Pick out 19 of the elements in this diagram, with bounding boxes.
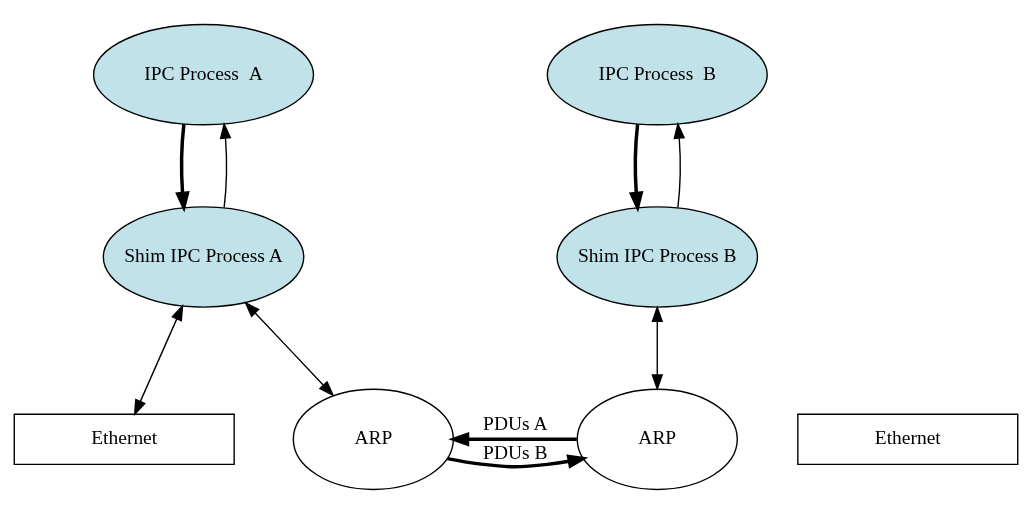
arrow xyxy=(244,301,335,397)
edge-label: PDUs A xyxy=(483,412,548,434)
node-box: Ethernet xyxy=(13,413,235,466)
arrow xyxy=(651,305,664,392)
node-ellipse: ARP xyxy=(576,388,738,491)
node-ellipse: Shim IPC Process B xyxy=(556,206,759,308)
node-box: Ethernet xyxy=(797,413,1019,466)
node-ellipse: IPC Process A xyxy=(92,23,315,126)
node-ellipse: ARP xyxy=(292,388,455,491)
node-ellipse: Shim IPC Process A xyxy=(102,206,305,308)
arrow xyxy=(448,432,577,447)
node-ellipse: IPC Process B xyxy=(546,23,768,126)
edge-label: PDUs B xyxy=(483,442,548,464)
arrow xyxy=(447,454,589,469)
arrow xyxy=(133,304,184,417)
arrow xyxy=(219,122,232,209)
arrow xyxy=(673,122,686,209)
arrow xyxy=(628,124,644,213)
arrow xyxy=(175,124,190,213)
